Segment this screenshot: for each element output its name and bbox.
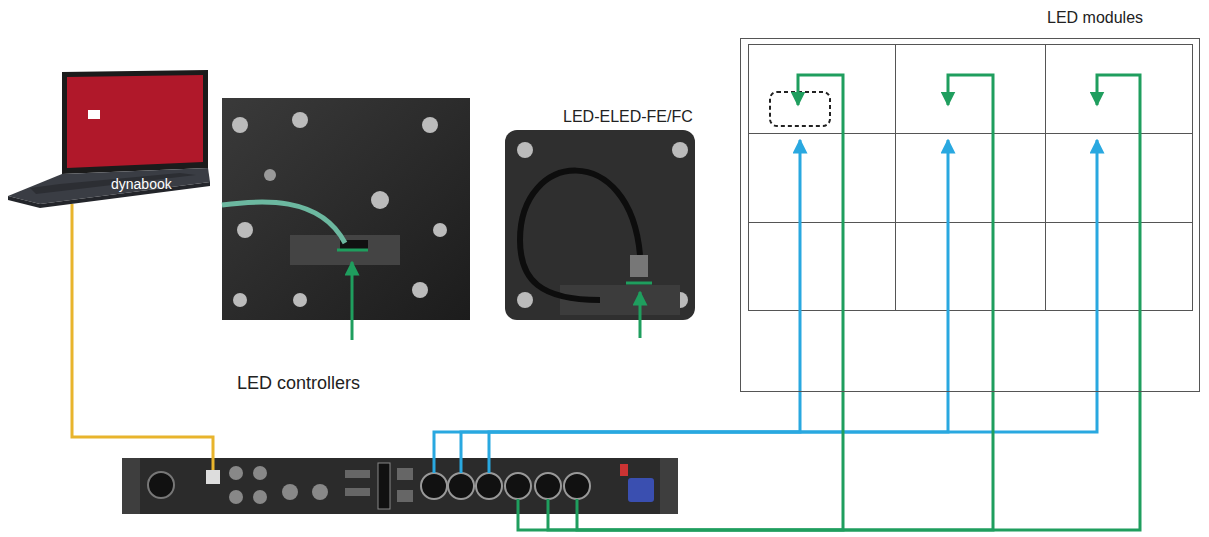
node-label: LED modules (1047, 9, 1143, 27)
node-label: LED-ELED-FE/FC (563, 108, 693, 126)
cable-connector (518, 75, 843, 530)
led-controller: LED controllers (122, 458, 678, 514)
cable-connector (489, 140, 1097, 473)
photo-panel: LED-ELED-FE/FC (505, 130, 695, 320)
cable-connector (434, 140, 800, 473)
photo-module-back (222, 98, 470, 340)
cable-connector (548, 75, 993, 530)
led-module-wall: LED modules (740, 38, 1200, 392)
node-label: LED controllers (237, 373, 360, 394)
cable-connector (577, 75, 1140, 530)
led-controller-unit (122, 458, 678, 514)
cable-connector (461, 140, 948, 473)
laptop: dynabook (8, 70, 210, 208)
cable-connector (72, 204, 213, 470)
photo-module-back (505, 130, 695, 338)
laptop-illustration (8, 70, 210, 208)
module-grid (748, 44, 1193, 311)
node-label: dynabook (111, 176, 172, 192)
